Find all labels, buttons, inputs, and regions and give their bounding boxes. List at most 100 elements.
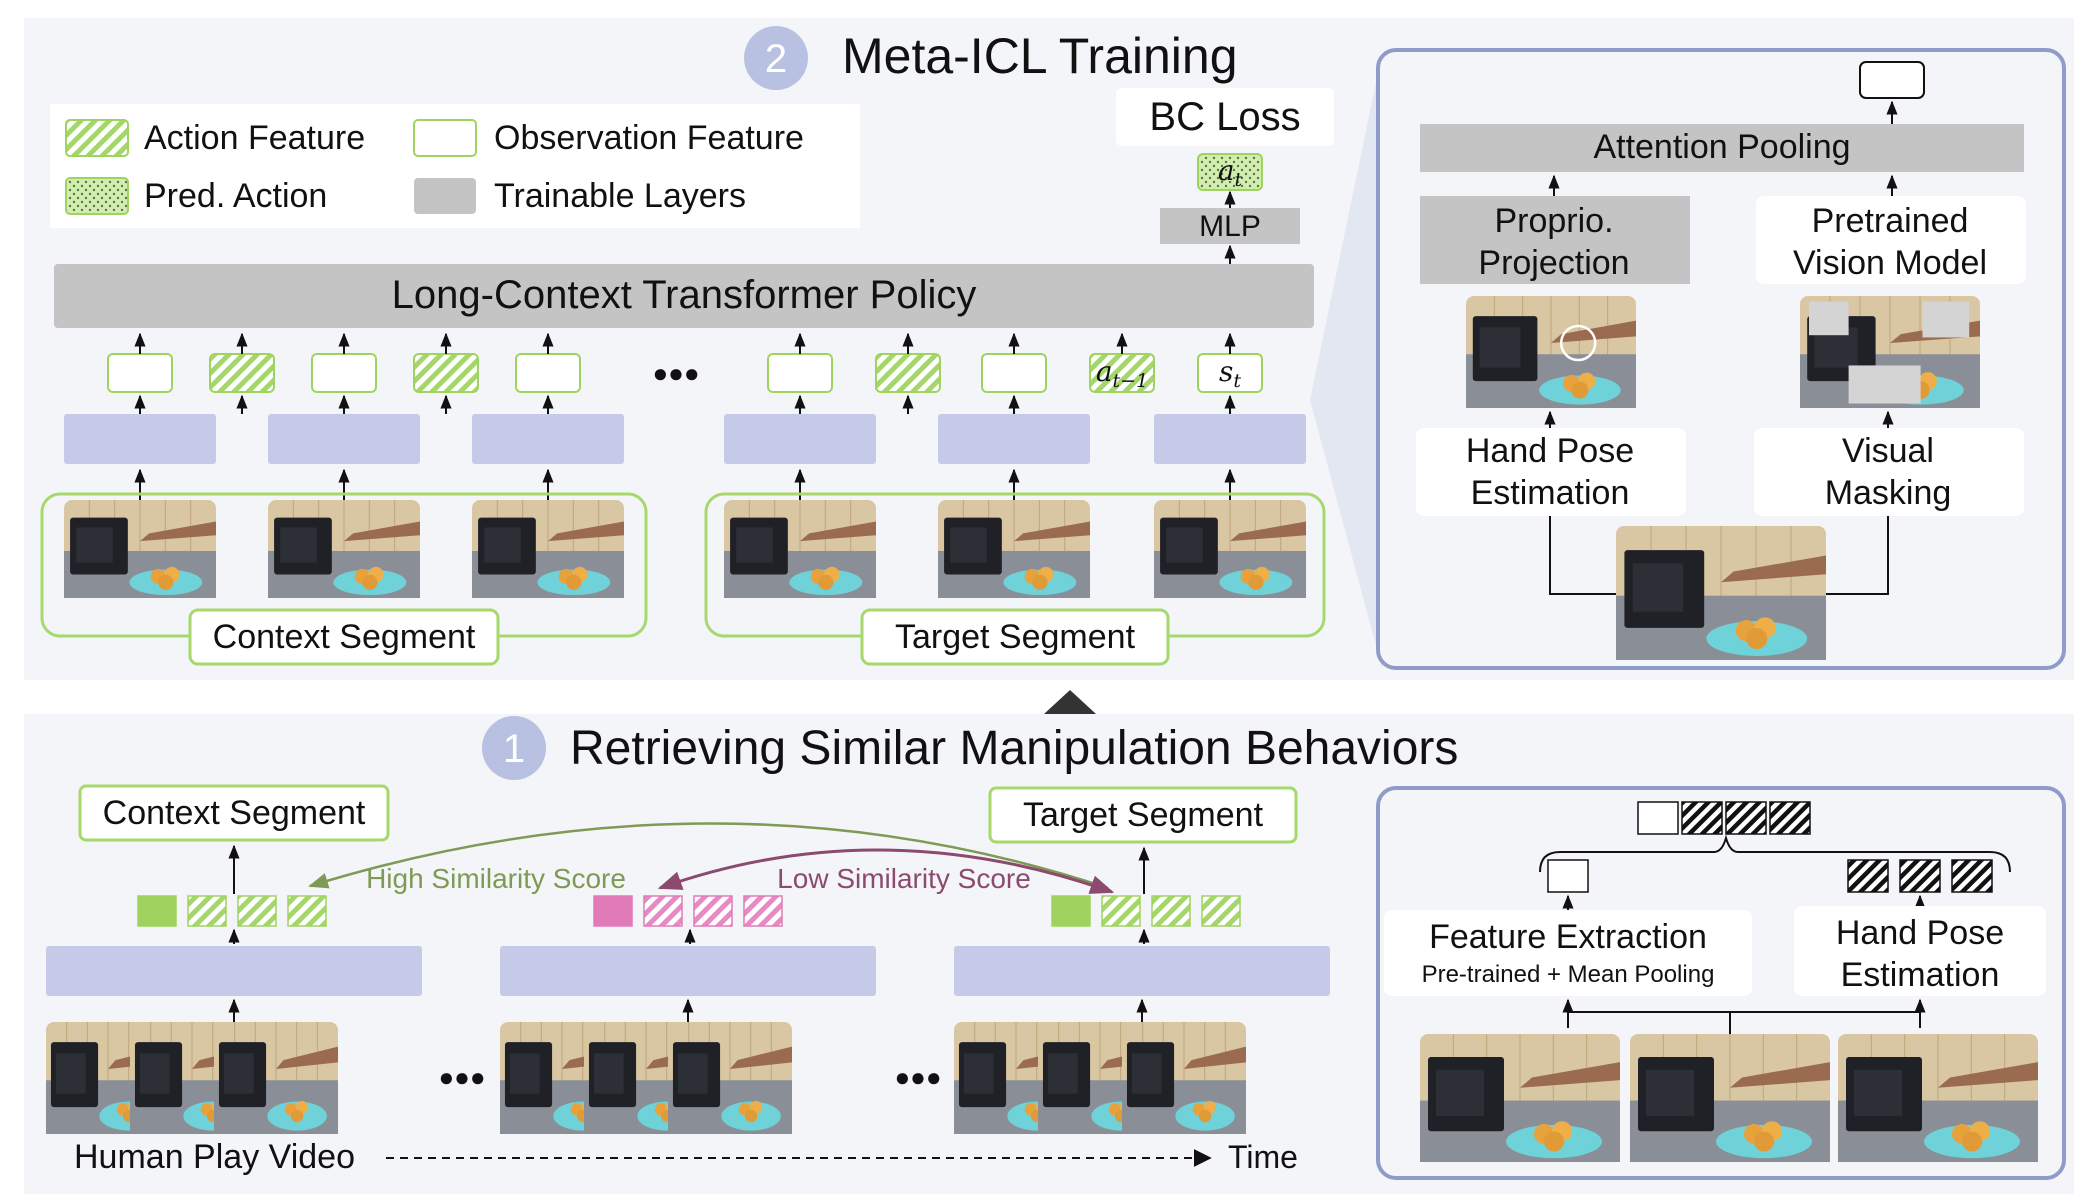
training-context-label: Context Segment: [213, 618, 476, 656]
raw-observation-image: [1616, 526, 1826, 660]
hand-pose-token-2: [1899, 859, 1941, 893]
context-observation-token: [137, 895, 177, 927]
section-transition-arrow: [1044, 690, 1096, 714]
bc-loss-box: [1116, 88, 1334, 146]
encoder-ctx-1: [64, 414, 216, 464]
feature-hand-pose-label-2: Estimation: [1841, 956, 2000, 994]
retrieval-title: Retrieving Similar Manipulation Behavior…: [570, 722, 1458, 775]
training-ellipsis: ●●●: [652, 358, 699, 388]
feature-extraction-sublabel: Pre-trained + Mean Pooling: [1422, 961, 1715, 988]
visual-masking-label-2: Masking: [1825, 474, 1952, 512]
combined-feature-token: [1637, 801, 1679, 835]
svg-text:1: 1: [503, 727, 525, 771]
visual-masking-block: [1754, 428, 2024, 516]
video-frame-2-3: [668, 1022, 792, 1134]
svg-text:2: 2: [765, 37, 787, 81]
retrieval-encoder-1: [46, 946, 422, 996]
svg-text:Trainable Layers: Trainable Layers: [494, 177, 746, 215]
hand-pose-label-1: Hand Pose: [1466, 432, 1634, 470]
target-action-token-3: [1201, 895, 1241, 927]
encoder-tgt-2: [938, 414, 1090, 464]
hand-pose-image: [1466, 296, 1636, 408]
svg-text:Observation Feature: Observation Feature: [494, 119, 804, 157]
proprio-projection-block: [1420, 196, 1690, 284]
retrieval-step-badge: 1: [482, 716, 546, 780]
token-observation-5: [767, 353, 833, 393]
retrieval-ellipsis-1: ●●●: [438, 1062, 485, 1092]
hand-pose-token-1: [1847, 859, 1889, 893]
retrieval-context-label-box: [78, 784, 390, 842]
token-action-6: [875, 353, 941, 393]
token-action-3: [413, 353, 479, 393]
training-frame-tgt-3: [1154, 500, 1306, 598]
encoder-tgt-3: [1154, 414, 1306, 464]
transformer-block: [54, 264, 1314, 328]
proprio-projection-label-1: Proprio.: [1494, 202, 1613, 240]
feature-brace: [1539, 834, 2011, 873]
retrieval-ellipsis-2: ●●●: [894, 1062, 941, 1092]
target-action-token-1: [1101, 895, 1141, 927]
high-similarity-arrow: [308, 822, 1109, 890]
legend-pred-swatch: [65, 177, 129, 215]
feature-frame-3: [1838, 1034, 2038, 1162]
pretrained-vision-label-2: Vision Model: [1793, 244, 1987, 282]
token-observation-2: [311, 353, 377, 393]
token-observation-7: [981, 353, 1047, 393]
video-frame-1-3: [214, 1022, 338, 1134]
legend-observation-swatch: [413, 119, 477, 157]
masked-image: [1800, 296, 1980, 408]
low-similarity-action-token-3: [743, 895, 783, 927]
attention-pooling-label: Attention Pooling: [1593, 128, 1850, 166]
pretrained-vision-block: [1756, 196, 2026, 284]
legend: Action Feature Pred. Action Observation …: [50, 104, 860, 228]
context-action-token-3: [287, 895, 327, 927]
zoom-wedge: [1310, 54, 1382, 668]
svg-text:Action Feature: Action Feature: [144, 119, 365, 157]
bc-loss-label: BC Loss: [1149, 95, 1300, 139]
visual-masking-label-1: Visual: [1842, 432, 1934, 470]
high-similarity-label: High Similarity Score: [366, 863, 626, 894]
feature-hand-pose-label-1: Hand Pose: [1836, 914, 2004, 952]
low-similarity-observation-token: [593, 895, 633, 927]
human-play-video-label: Human Play Video: [74, 1138, 355, 1176]
combined-pose-token-1: [1681, 801, 1723, 835]
hand-pose-label-2: Estimation: [1471, 474, 1630, 512]
target-action-token-2: [1151, 895, 1191, 927]
training-context-label-box: [188, 608, 500, 666]
training-target-label-box: [860, 608, 1170, 666]
transformer-label: Long-Context Transformer Policy: [392, 273, 977, 317]
training-step-badge: 2: [744, 26, 808, 90]
pred-action-token-label: at: [1218, 154, 1243, 191]
combined-pose-token-2: [1725, 801, 1767, 835]
training-frame-ctx-3: [472, 500, 624, 598]
video-frame-3-3: [1122, 1022, 1246, 1134]
encoder-output-token: [1859, 61, 1925, 99]
feature-extraction-label: Feature Extraction: [1429, 918, 1707, 956]
context-action-token-2: [237, 895, 277, 927]
prev-action-token-label: at−1: [1096, 355, 1148, 392]
low-similarity-action-token-2: [693, 895, 733, 927]
feature-frame-2: [1630, 1034, 1830, 1162]
training-frame-tgt-1: [724, 500, 876, 598]
feature-extraction-block: [1384, 910, 1752, 996]
svg-text:Pred. Action: Pred. Action: [144, 177, 327, 215]
token-observation-0: [107, 353, 173, 393]
retrieval-encoder-2: [500, 946, 876, 996]
pretrained-vision-label-1: Pretrained: [1812, 202, 1969, 240]
training-frame-ctx-1: [64, 500, 216, 598]
hand-pose-block: [1416, 428, 1686, 516]
legend-action-swatch: [65, 119, 129, 157]
retrieval-target-label-box: [988, 786, 1298, 844]
target-observation-token: [1051, 895, 1091, 927]
mlp-label: MLP: [1199, 210, 1261, 243]
encoder-ctx-3: [472, 414, 624, 464]
combined-pose-token-3: [1769, 801, 1811, 835]
attention-pooling-block: [1420, 124, 2024, 172]
token-action-1: [209, 353, 275, 393]
low-similarity-label: Low Similarity Score: [777, 863, 1031, 894]
token-observation-4: [515, 353, 581, 393]
retrieval-target-label: Target Segment: [1023, 796, 1264, 834]
training-frame-ctx-2: [268, 500, 420, 598]
encoder-ctx-2: [268, 414, 420, 464]
retrieval-context-label: Context Segment: [103, 794, 366, 832]
